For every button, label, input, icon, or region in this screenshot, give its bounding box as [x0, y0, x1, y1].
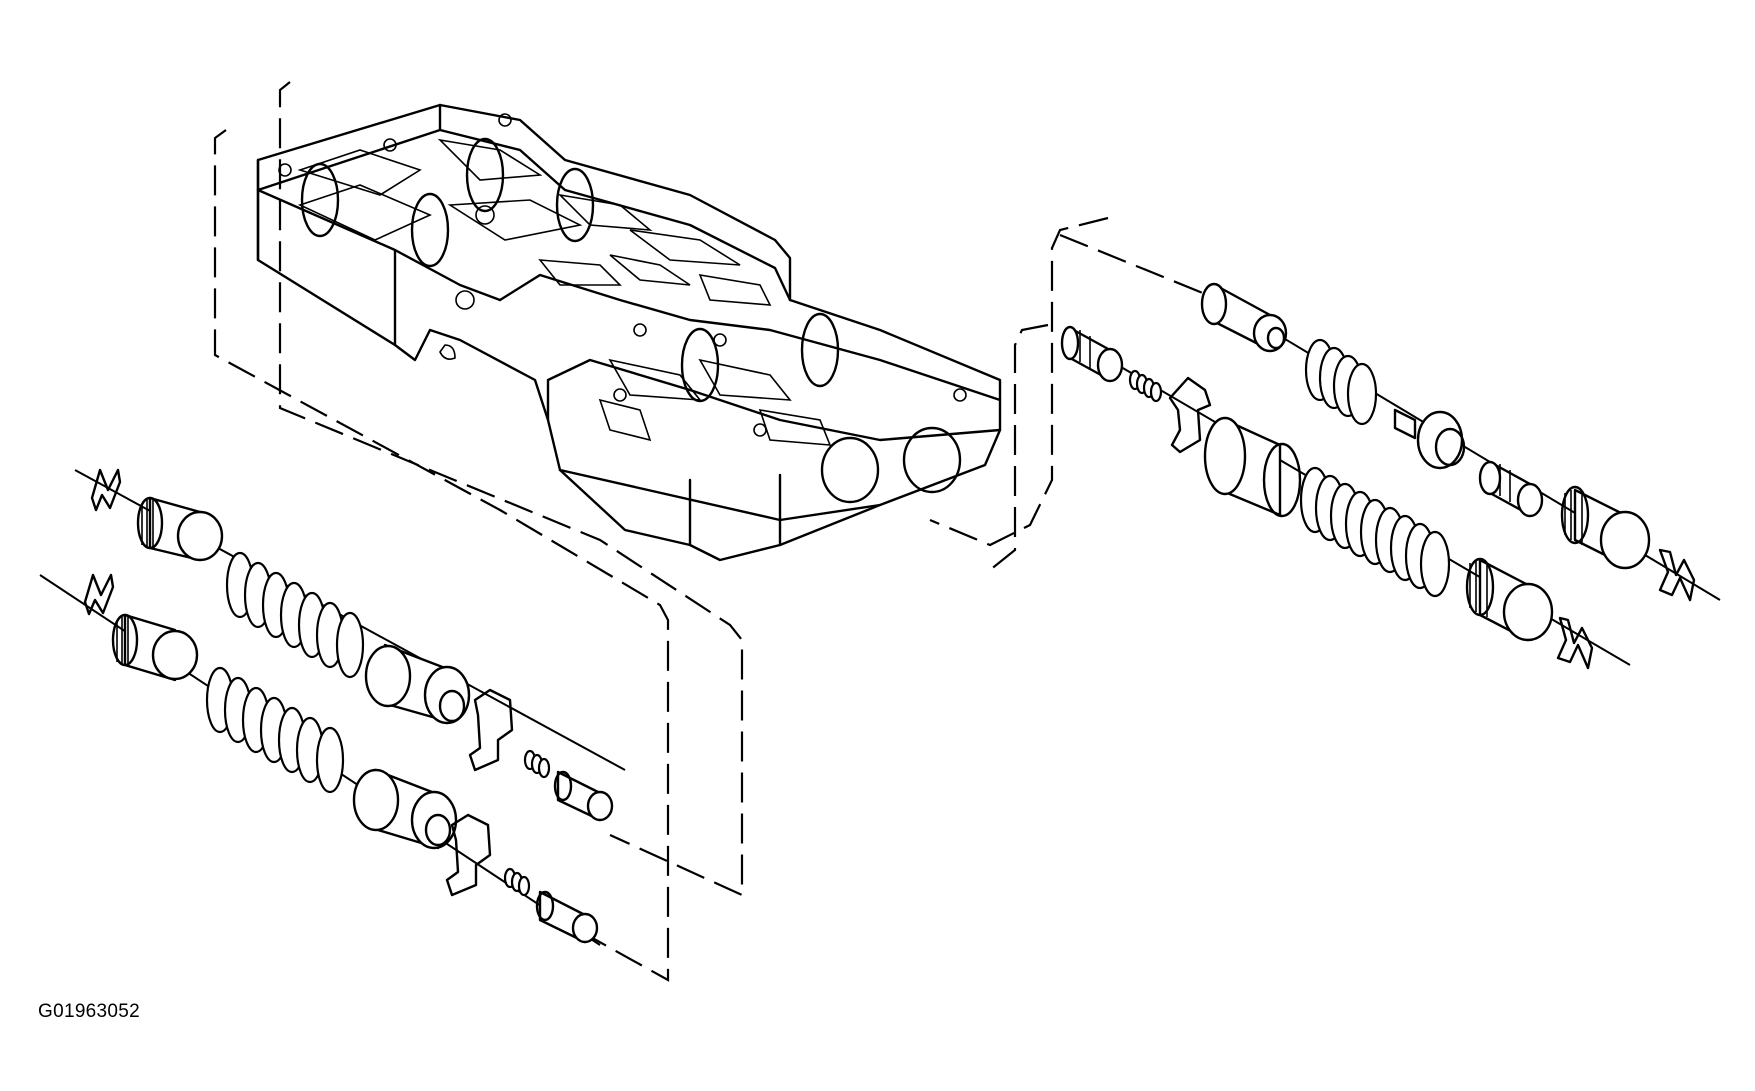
detent-spring: [525, 751, 549, 777]
plunger: [1062, 327, 1122, 381]
valve-bracket: [447, 815, 490, 895]
figure-id-label: G01963052: [38, 1001, 141, 1022]
detent-spring: [1130, 371, 1161, 401]
valve-bracket: [470, 690, 512, 770]
valve-spring: [205, 666, 345, 794]
retaining-clip: [1660, 550, 1694, 600]
end-plug: [1467, 559, 1552, 640]
right-upper-valve-train: [1202, 284, 1720, 600]
right-lower-valve-train: [1062, 327, 1630, 668]
valve-body-housing: [258, 105, 1000, 560]
retaining-clip: [92, 470, 120, 510]
spool-valve: [354, 770, 456, 848]
end-plug: [113, 615, 197, 680]
end-plug: [138, 498, 222, 560]
valve-bracket: [1170, 378, 1210, 452]
left-upper-valve-train: [75, 470, 625, 820]
end-plug: [1562, 487, 1649, 568]
valve-sleeve: [1480, 462, 1542, 516]
right-assembly-leader-lines: [930, 218, 1220, 570]
retaining-clip: [1558, 618, 1592, 668]
adjust-screw: [1395, 410, 1464, 468]
detent-spring: [505, 869, 529, 895]
plunger: [1202, 284, 1286, 351]
valve-spring: [1301, 468, 1449, 596]
plunger: [555, 772, 612, 820]
plunger: [537, 892, 597, 942]
retaining-clip: [85, 575, 113, 614]
spool-valve: [1205, 418, 1300, 516]
left-assembly-leader-lines: [215, 82, 742, 980]
left-lower-valve-train: [40, 575, 600, 945]
valve-spring: [1306, 340, 1376, 424]
spool-valve: [366, 645, 469, 723]
